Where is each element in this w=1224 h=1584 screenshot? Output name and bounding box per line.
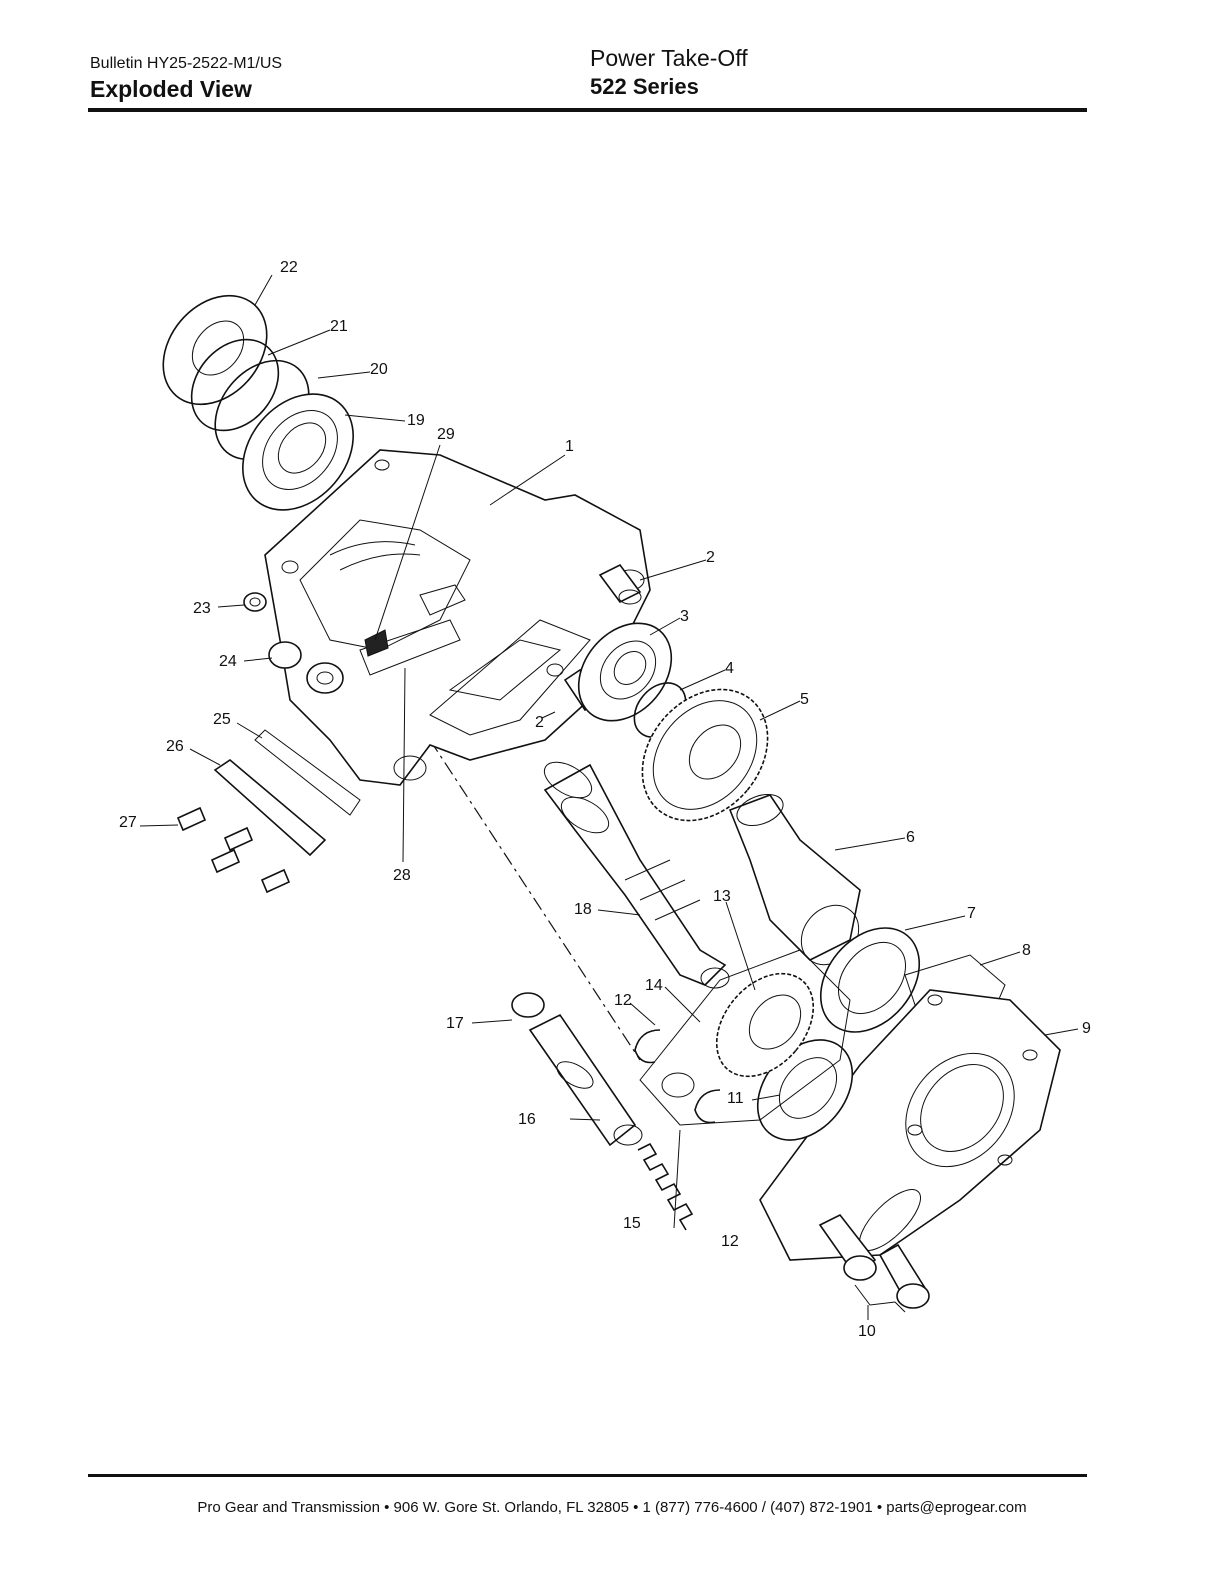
part-16-piston [528,1013,643,1147]
header-rule [88,108,1087,112]
part-23-fitting [243,592,267,612]
callout-24: 24 [219,653,237,670]
callout-27: 27 [119,814,137,831]
part-5-gear [641,688,769,822]
callout-14: 14 [645,977,663,994]
part-26-cover [213,759,327,857]
part-15-spring [637,1142,694,1231]
part-13-gear [715,972,815,1078]
part-22-seal-disc [162,294,268,406]
callout-21: 21 [330,318,348,335]
footer-contact: Pro Gear and Transmission • 906 W. Gore … [197,1499,1027,1516]
product-name: Power Take-Off [590,45,748,71]
part-1-housing [264,449,651,786]
callout-12-upper: 12 [614,992,632,1009]
callout-8: 8 [1022,942,1031,959]
callout-3: 3 [680,608,689,625]
callout-19: 19 [407,412,425,429]
callout-1: 1 [565,438,574,455]
part-3-bearing [577,622,673,722]
callout-2-lower: 2 [535,714,544,731]
callout-11: 11 [727,1090,744,1107]
part-18-shaft [543,761,730,989]
part-14-plate [639,949,851,1126]
callout-17: 17 [446,1015,464,1032]
part-19-bearing [242,393,354,511]
callout-15: 15 [623,1215,641,1232]
callout-16: 16 [518,1111,536,1128]
leader-lines [139,274,1079,1320]
callout-5: 5 [800,691,809,708]
callout-2-upper: 2 [706,549,715,566]
part-17-o-ring [511,992,545,1018]
callout-28: 28 [393,867,411,884]
part-9-cover [759,989,1061,1261]
part-25-gasket [254,729,361,816]
part-12-clip-lower [694,1089,721,1124]
callout-25: 25 [213,711,231,728]
callout-6: 6 [906,829,915,846]
series-name: 522 Series [590,74,699,99]
callout-7: 7 [967,905,976,922]
callout-20: 20 [370,361,388,378]
callout-23: 23 [193,600,211,617]
part-2-dowel-pin-upper [598,563,642,605]
callout-26: 26 [166,738,184,755]
center-line [429,739,641,1061]
callout-29: 29 [437,426,455,443]
callout-18: 18 [574,901,592,918]
part-21-snap-ring [190,338,280,432]
part-12-clip-upper [634,1029,661,1064]
part-7-bearing [819,927,921,1033]
callout-13: 13 [713,888,731,905]
part-24-fitting [268,641,344,694]
callout-10: 10 [858,1323,876,1340]
callout-9: 9 [1082,1020,1091,1037]
bulletin-number: Bulletin HY25-2522-M1/US [90,55,283,72]
section-title: Exploded View [90,76,252,102]
part-10-bolts [818,1213,930,1313]
callouts: 1 2 2 3 4 5 6 7 8 9 10 11 12 12 13 14 15… [119,259,1091,1340]
footer-rule [88,1474,1087,1477]
callout-22: 22 [280,259,298,276]
part-27-screws [176,806,291,894]
callout-12-lower: 12 [721,1233,739,1250]
callout-4: 4 [725,660,734,677]
